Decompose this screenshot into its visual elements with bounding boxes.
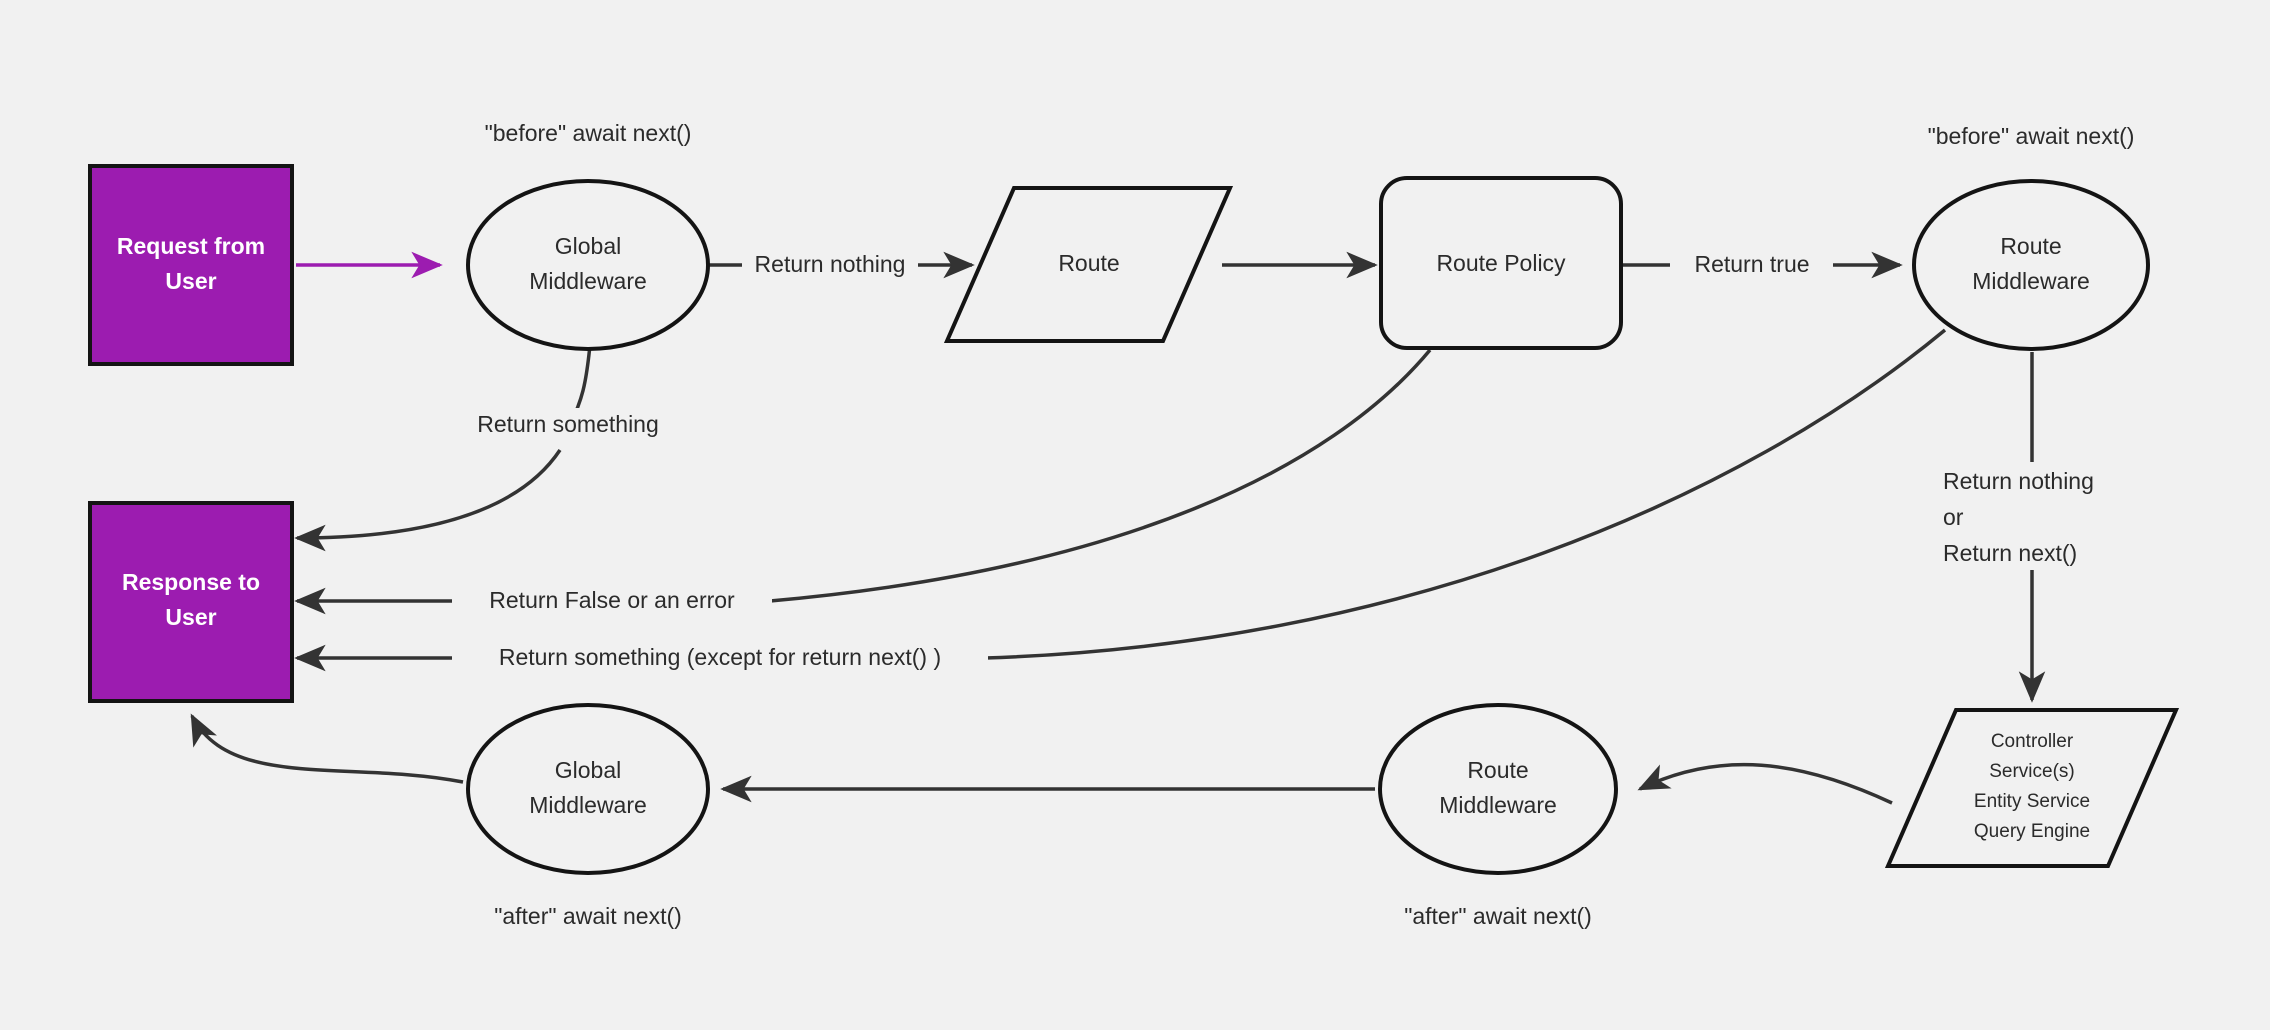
- annotation-before-route-middleware: "before" await next(): [1928, 123, 2135, 149]
- response-to-user-label-line2: User: [165, 604, 216, 630]
- edge-controller-to-route-middleware-after: [1637, 762, 1893, 805]
- edge-label-return-something-global: Return something: [455, 408, 680, 444]
- svg-text:Return False or an error: Return False or an error: [489, 587, 735, 613]
- global-middleware-after-label-line1: Global: [555, 757, 621, 783]
- node-route-middleware-before[interactable]: Route Middleware: [1912, 179, 2150, 351]
- node-request-from-user[interactable]: Request from User: [88, 164, 294, 366]
- edge-label-return-something-except: Return something (except for return next…: [452, 641, 988, 677]
- route-middleware-before-label-line1: Route: [2000, 233, 2061, 259]
- annotation-after-global-middleware: "after" await next(): [494, 903, 682, 929]
- edge-global-middleware-after-to-response: [190, 713, 464, 784]
- svg-text:Return true: Return true: [1694, 251, 1809, 277]
- controller-services-line-3: Entity Service: [1974, 791, 2090, 812]
- request-from-user-label-line2: User: [165, 268, 216, 294]
- global-middleware-before-label-line1: Global: [555, 233, 621, 259]
- route-middleware-before-label-line2: Middleware: [1972, 268, 2090, 294]
- edge-label-return-false-or-error: Return False or an error: [452, 584, 772, 620]
- edge-label-return-nothing-top: Return nothing: [742, 248, 918, 282]
- request-from-user-label-line1: Request from: [117, 233, 265, 259]
- svg-text:Return nothing: Return nothing: [1943, 468, 2094, 494]
- controller-services-line-1: Controller: [1991, 731, 2074, 752]
- controller-services-line-2: Service(s): [1989, 761, 2075, 782]
- route-middleware-after-label-line1: Route: [1467, 757, 1528, 783]
- global-middleware-after-label-line2: Middleware: [529, 792, 647, 818]
- node-global-middleware-after[interactable]: Global Middleware: [466, 703, 710, 875]
- edge-route-middleware-to-response: [294, 328, 1947, 672]
- node-response-to-user[interactable]: Response to User: [88, 501, 294, 703]
- svg-text:Return something (except for r: Return something (except for return next…: [499, 644, 941, 670]
- global-middleware-before-label-line2: Middleware: [529, 268, 647, 294]
- node-route-policy[interactable]: Route Policy: [1379, 176, 1623, 350]
- controller-services-line-4: Query Engine: [1974, 821, 2090, 842]
- node-route[interactable]: Route: [943, 186, 1234, 343]
- annotation-after-route-middleware: "after" await next(): [1404, 903, 1592, 929]
- response-to-user-label-line1: Response to: [122, 569, 260, 595]
- node-global-middleware-before[interactable]: Global Middleware: [466, 179, 710, 351]
- annotation-before-global-middleware: "before" await next(): [485, 120, 692, 146]
- edge-route-policy-to-response: [294, 348, 1432, 615]
- svg-text:Return next(): Return next(): [1943, 540, 2077, 566]
- svg-text:Return something: Return something: [477, 411, 659, 437]
- route-label: Route: [1058, 250, 1119, 276]
- node-controller-services[interactable]: Controller Service(s) Entity Service Que…: [1884, 708, 2180, 868]
- route-policy-label: Route Policy: [1436, 250, 1566, 276]
- svg-text:or: or: [1943, 504, 1964, 530]
- edge-label-return-nothing-or-next: Return nothing or Return next(): [1938, 462, 2198, 570]
- edge-label-return-true: Return true: [1670, 248, 1833, 282]
- node-route-middleware-after[interactable]: Route Middleware: [1378, 703, 1618, 875]
- svg-text:Return nothing: Return nothing: [755, 251, 906, 277]
- route-middleware-after-label-line2: Middleware: [1439, 792, 1557, 818]
